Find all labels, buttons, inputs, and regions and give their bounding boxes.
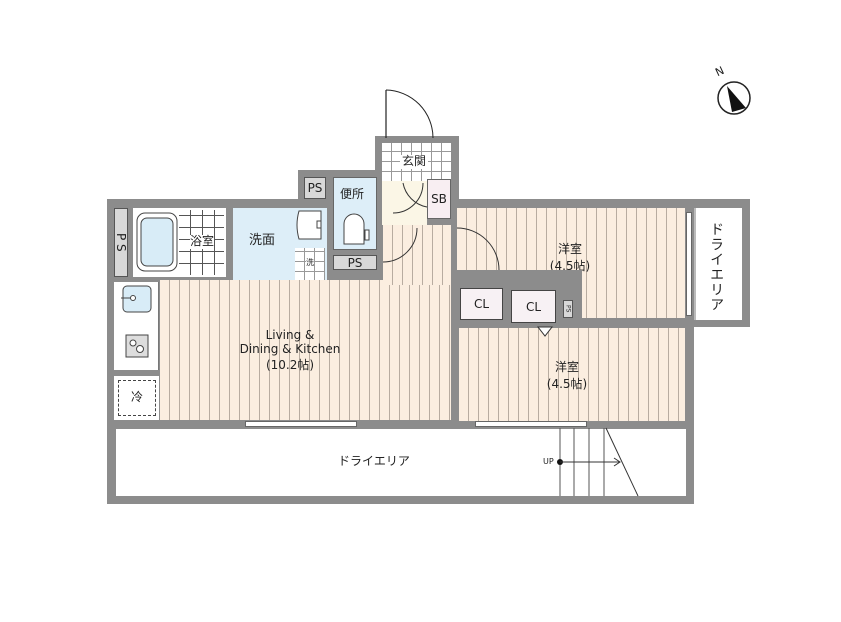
stairs-up-label: UP [543,457,554,466]
bath-floor [179,210,224,275]
room-entrance: 玄関 [382,143,451,181]
room-shoe-box: SB [427,179,451,219]
room-ldk [160,280,451,420]
ps-left-label: P S [114,233,128,252]
room-ps-left: P S [114,208,128,277]
sink-icon [121,285,152,313]
fridge-label: 冷 [131,390,144,404]
bathtub-icon [136,212,178,272]
washer-space: 洗 [295,248,325,281]
ldk-label-line2: Dining & Kitchen [239,342,341,356]
window-western-2 [475,421,587,427]
room-washroom: 洗面 洗 [233,208,327,285]
closet-arrow-icon [536,326,554,337]
window-ldk [245,421,357,427]
closet-1[interactable]: CL [460,288,503,320]
toilet-icon [343,213,370,245]
western-2-label: 洋室 (4.5帖) [537,358,597,392]
dry-area-right: ドライエリア [694,208,742,320]
western-1-door[interactable] [456,227,507,278]
entrance-label: 玄関 [400,154,429,169]
dry-area-right-label: ドライエリア [708,222,725,312]
compass: N [712,63,756,118]
room-ps-small: PS [563,300,573,318]
ps-small-label: PS [564,305,572,313]
ldk-label-line1: Living & [265,328,315,342]
western-2-line1: 洋室 [554,360,579,374]
washer-label: 洗 [306,258,314,268]
bathroom-label: 浴室 [190,234,215,249]
washroom-label: 洗面 [249,233,276,248]
room-ps-top: PS [304,177,326,199]
closet-2-label: CL [525,299,542,314]
kitchen-counter [114,282,159,370]
entrance-door[interactable] [385,89,445,150]
ldk-label-line3: (10.2帖) [265,358,315,372]
room-ldk-upper [383,225,451,285]
ldk-label: Living & Dining & Kitchen (10.2帖) [220,328,360,373]
western-2-line2: (4.5帖) [546,377,588,391]
closet-2[interactable]: CL [511,290,556,323]
fridge-space: 冷 [114,376,159,420]
toilet-label: 便所 [340,187,365,201]
hall-door[interactable] [392,182,433,223]
ps-toilet-label: PS [347,255,363,270]
western-1-line2: (4.5帖) [549,259,591,273]
western-1-label: 洋室 (4.5帖) [540,240,600,274]
dry-area-bottom-label: ドライエリア [338,454,410,468]
north-arrow-icon [717,81,751,115]
ps-top-label: PS [307,181,323,195]
room-toilet: 便所 [333,177,377,250]
stove-icon [125,334,149,358]
closet-1-label: CL [473,297,490,311]
window-western-1 [686,212,692,316]
stairs-icon [557,427,639,497]
room-western-2 [459,328,685,421]
shoe-box-label: SB [431,192,447,206]
toilet-door[interactable] [382,226,433,266]
western-1-line1: 洋室 [557,242,582,256]
north-label: N [713,63,727,80]
room-bathroom: 浴室 [133,208,226,277]
fridge-outline: 冷 [118,380,156,416]
room-ps-toilet: PS [333,255,377,270]
washbasin-icon [296,210,322,240]
